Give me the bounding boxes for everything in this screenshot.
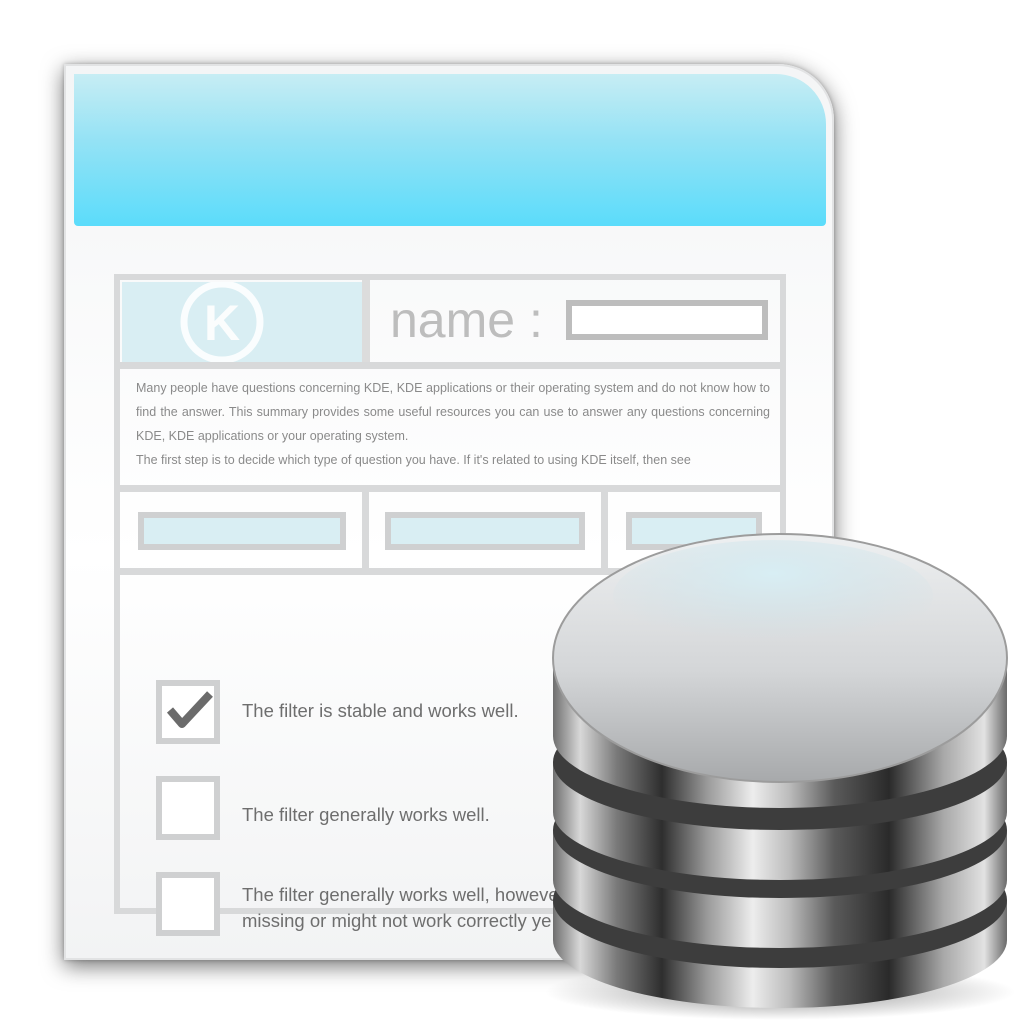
header-divider [362, 280, 370, 362]
checkbox-however[interactable] [156, 872, 220, 936]
name-field[interactable] [566, 300, 768, 340]
option-label-3-line2: missing or might not work correctly ye [242, 910, 552, 931]
option-label-1: The filter is stable and works well. [242, 700, 519, 721]
name-label: name : [390, 292, 543, 348]
option-label-2: The filter generally works well. [242, 804, 490, 825]
divider-line [120, 568, 780, 575]
divider-line [120, 485, 780, 492]
field-divider [362, 492, 369, 568]
form-header-row: K name : [120, 280, 780, 362]
database-icon [545, 533, 1015, 1020]
field-divider [601, 492, 608, 568]
checkmark-icon [166, 691, 213, 728]
summary-text: Many people have questions concerning KD… [136, 376, 770, 472]
logo-cell: K [122, 282, 362, 362]
divider-line [120, 362, 780, 369]
header-band [74, 74, 826, 226]
checkbox-generally[interactable] [156, 776, 220, 840]
svg-text:K: K [204, 295, 240, 351]
kde-logo-icon: K [180, 282, 264, 362]
field-cell-1 [120, 492, 362, 566]
summary-paragraph-1: Many people have questions concerning KD… [136, 381, 770, 443]
field-1[interactable] [138, 512, 346, 550]
form-frame: K name : Many people have questions conc… [114, 274, 786, 936]
checkbox-stable[interactable] [156, 680, 220, 744]
field-cell-2 [369, 492, 601, 566]
database-layer [552, 533, 1008, 808]
document-sheet: K name : Many people have questions conc… [64, 64, 834, 960]
field-2[interactable] [385, 512, 585, 550]
option-label-3-line1: The filter generally works well, howeve [242, 884, 559, 905]
summary-paragraph-2: The first step is to decide which type o… [136, 453, 691, 467]
